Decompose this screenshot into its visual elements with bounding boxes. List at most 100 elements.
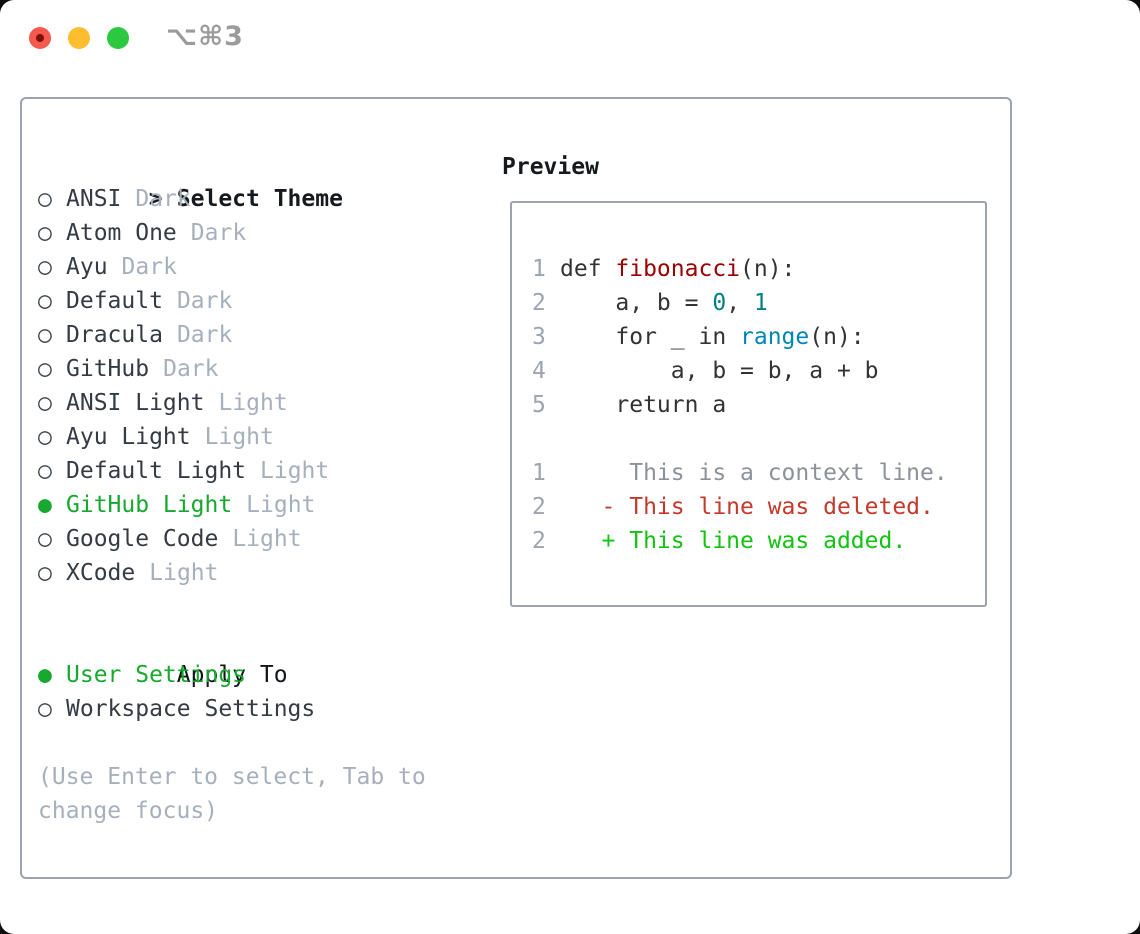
code-token: (n): (809, 324, 865, 350)
close-button[interactable] (29, 27, 51, 49)
theme-name: ANSI Light (66, 390, 205, 416)
theme-option[interactable]: ○ Ayu Dark (38, 250, 426, 284)
theme-option[interactable]: ● GitHub Light Light (38, 488, 426, 522)
theme-variant-tag: Light (218, 390, 288, 416)
theme-name: Dracula (66, 322, 163, 348)
line-number: 2 (532, 528, 546, 554)
code-line: 2 a, b = 0, 1 (532, 286, 948, 320)
radio-unselected-icon: ○ (38, 288, 52, 314)
theme-name: Atom One (66, 220, 177, 246)
apply-to-option[interactable]: ○ Workspace Settings (38, 692, 426, 726)
code-line: 1 This is a context line. (532, 456, 948, 490)
apply-to-options: ● User Settings ○ Workspace Settings (38, 658, 426, 726)
theme-variant-tag: Dark (121, 254, 177, 280)
theme-variant-tag: Light (246, 492, 316, 518)
theme-variant-tag: Dark (176, 322, 233, 348)
spacer (38, 726, 426, 760)
theme-option[interactable]: ○ ANSI Dark (38, 182, 426, 216)
code-token: fibonacci (615, 256, 741, 282)
apply-to-header: Apply To (38, 624, 426, 688)
window-shortcut-label: ⌥⌘3 (166, 21, 244, 52)
line-number: 2 (532, 290, 546, 316)
code-token: range (740, 324, 810, 350)
theme-name: ANSI (66, 186, 122, 212)
preview-title: Preview (502, 154, 599, 180)
focus-caret-icon: > (148, 186, 163, 212)
radio-unselected-icon: ○ (38, 356, 52, 382)
radio-unselected-icon: ○ (38, 254, 52, 280)
line-number: 2 (532, 494, 546, 520)
theme-variant-tag: Light (204, 424, 274, 450)
code-line: 2 - This line was deleted. (532, 490, 948, 524)
code-token: 1 (753, 290, 768, 316)
code-token: This is a context line. (560, 460, 948, 486)
theme-variant-tag: Dark (176, 288, 233, 314)
theme-name: GitHub Light (66, 492, 233, 518)
theme-list-header: >Select Theme (38, 148, 426, 212)
line-number: 4 (532, 358, 546, 384)
minimize-button[interactable] (68, 27, 90, 49)
theme-name: Google Code (66, 526, 219, 552)
code-token: for _ in (560, 324, 741, 350)
radio-unselected-icon: ○ (38, 696, 52, 722)
radio-unselected-icon: ○ (38, 322, 52, 348)
code-line: 3 for _ in range(n): (532, 320, 948, 354)
theme-name: XCode (66, 560, 136, 586)
theme-name: Ayu (66, 254, 108, 280)
theme-variant-tag: Dark (190, 220, 247, 246)
theme-name: Ayu Light (66, 424, 191, 450)
theme-variant-tag: Dark (163, 356, 219, 382)
line-number: 1 (532, 256, 546, 282)
radio-selected-icon: ● (38, 492, 52, 518)
code-token: return a (560, 392, 727, 418)
code-line: 5 return a (532, 388, 948, 422)
close-dot-icon (36, 34, 44, 42)
titlebar: ⌥⌘3 (0, 0, 1140, 76)
apply-to-title: Apply To (176, 662, 288, 688)
zoom-button[interactable] (107, 27, 129, 49)
theme-variant-tag: Dark (135, 186, 191, 212)
code-token: - This line was deleted. (560, 494, 934, 520)
theme-variant-tag: Light (232, 526, 302, 552)
theme-option[interactable]: ○ Atom One Dark (38, 216, 426, 250)
theme-variant-tag: Light (260, 458, 330, 484)
radio-unselected-icon: ○ (38, 560, 52, 586)
theme-option[interactable]: ○ ANSI Light Light (38, 386, 426, 420)
code-line: 4 a, b = b, a + b (532, 354, 948, 388)
apply-to-label: User Settings (66, 662, 247, 688)
code-token: def (560, 256, 616, 282)
theme-variant-tag: Light (149, 560, 219, 586)
radio-unselected-icon: ○ (38, 390, 52, 416)
code-token: + This line was added. (560, 528, 907, 554)
apply-to-option[interactable]: ● User Settings (38, 658, 426, 692)
radio-unselected-icon: ○ (38, 424, 52, 450)
theme-option[interactable]: ○ Default Light Light (38, 454, 426, 488)
code-token: 0 (712, 290, 727, 316)
theme-option[interactable]: ○ Ayu Light Light (38, 420, 426, 454)
code-token: a, b = b, a + b (560, 358, 879, 384)
radio-unselected-icon: ○ (38, 526, 52, 552)
radio-unselected-icon: ○ (38, 458, 52, 484)
theme-option[interactable]: ○ XCode Light (38, 556, 426, 590)
line-number: 5 (532, 392, 546, 418)
code-line: 1 def fibonacci(n): (532, 252, 948, 286)
apply-to-label: Workspace Settings (66, 696, 316, 722)
line-number: 1 (532, 460, 546, 486)
theme-option[interactable]: ○ Google Code Light (38, 522, 426, 556)
radio-unselected-icon: ○ (38, 220, 52, 246)
spacer (38, 590, 426, 624)
theme-name: Default Light (66, 458, 247, 484)
theme-option[interactable]: ○ Dracula Dark (38, 318, 426, 352)
line-number: 3 (532, 324, 546, 350)
code-token: (n): (740, 256, 796, 282)
radio-unselected-icon: ○ (38, 186, 52, 212)
code-token: a, b = (560, 290, 713, 316)
radio-selected-icon: ● (38, 662, 52, 688)
